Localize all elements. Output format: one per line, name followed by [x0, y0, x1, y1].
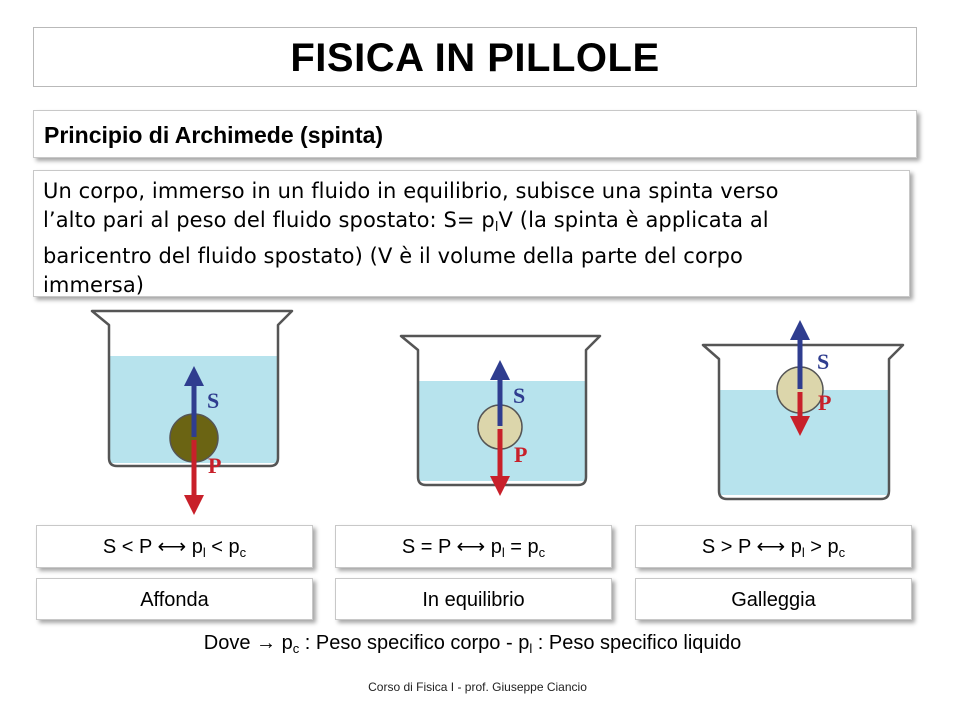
statement-line-4: immersa): [43, 273, 145, 297]
condition-p2: p: [228, 536, 240, 558]
condition-equilibrium: S = P ⟷ pl = pc: [336, 526, 611, 574]
condition-sinking: S < P ⟷ pl < pc: [37, 526, 312, 574]
statement-line-3: baricentro del fluido spostato) (V è il …: [43, 244, 744, 268]
subtitle-box: Principio di Archimede (spinta): [33, 110, 917, 158]
legend-post: : Peso specifico liquido: [532, 632, 742, 654]
condition-arrow: ⟷: [151, 536, 192, 558]
condition-op: =: [504, 536, 528, 558]
beaker-outline-equilibrium: [399, 334, 602, 487]
case-box-equilibrium: In equilibrio: [335, 578, 612, 620]
legend: Dove → pc : Peso specifico corpo - pl : …: [0, 632, 945, 656]
case-label-sinking: Affonda: [140, 589, 209, 611]
legend-pl-sub: l: [529, 641, 533, 656]
condition-s2: c: [838, 545, 846, 560]
legend-pre: Dove →: [203, 632, 282, 654]
beaker-equilibrium: S P: [399, 334, 602, 496]
condition-p2: p: [827, 536, 839, 558]
label-s-equilibrium: S: [513, 383, 525, 408]
condition-s2: c: [239, 545, 247, 560]
condition-p1: p: [790, 536, 802, 558]
case-label-equilibrium: In equilibrio: [422, 589, 525, 611]
condition-lhs: S > P: [701, 536, 751, 558]
statement-line-1: Un corpo, immerso in un fluido in equili…: [43, 179, 779, 203]
condition-op: <: [205, 536, 229, 558]
beaker-sinking: S P: [90, 309, 294, 515]
condition-s1: l: [202, 545, 206, 560]
condition-floating: S > P ⟷ pl > pc: [636, 526, 911, 574]
condition-p1: p: [191, 536, 203, 558]
condition-p1: p: [490, 536, 502, 558]
condition-s1: l: [501, 545, 505, 560]
condition-op: >: [804, 536, 828, 558]
condition-box-equilibrium: S = P ⟷ pl = pc: [335, 525, 612, 568]
statement-line-2-sub: l: [494, 220, 499, 235]
statement-box: Un corpo, immerso in un fluido in equili…: [33, 170, 910, 297]
legend-mid: : Peso specifico corpo -: [299, 632, 519, 654]
beaker-outline-sinking: [90, 309, 294, 468]
label-p-sinking: P: [208, 453, 221, 478]
beaker-floating: S P: [701, 320, 905, 501]
condition-arrow: ⟷: [450, 536, 491, 558]
title-box: FISICA IN PILLOLE: [33, 27, 917, 87]
case-box-floating: Galleggia: [635, 578, 912, 620]
condition-s1: l: [801, 545, 805, 560]
legend-pc: p: [281, 632, 293, 654]
statement-line-2-pre: l’alto pari al peso del fluido spostato:…: [43, 208, 495, 232]
statement-line-2-post: V (la spinta è applicata al: [498, 208, 769, 232]
label-s-floating: S: [817, 349, 829, 374]
beaker-outline-floating: [701, 343, 905, 501]
legend-pl: p: [518, 632, 530, 654]
condition-s2: c: [538, 545, 546, 560]
footer: Corso di Fisica I - prof. Giuseppe Cianc…: [368, 680, 587, 694]
label-p-floating: P: [818, 390, 831, 415]
condition-arrow: ⟷: [750, 536, 791, 558]
case-box-sinking: Affonda: [36, 578, 313, 620]
principle-statement: Un corpo, immerso in un fluido in equili…: [34, 171, 909, 300]
case-label-floating: Galleggia: [731, 589, 816, 611]
condition-box-sinking: S < P ⟷ pl < pc: [36, 525, 313, 568]
statement-line-2: l’alto pari al peso del fluido spostato:…: [43, 206, 901, 242]
condition-box-floating: S > P ⟷ pl > pc: [635, 525, 912, 568]
legend-pc-sub: c: [292, 641, 300, 656]
archimedes-diagram: S P S P S P: [90, 309, 905, 515]
condition-lhs: S = P: [401, 536, 451, 558]
label-p-equilibrium: P: [514, 442, 527, 467]
condition-lhs: S < P: [102, 536, 152, 558]
label-s-sinking: S: [207, 388, 219, 413]
slide-title: FISICA IN PILLOLE: [290, 36, 660, 80]
condition-p2: p: [527, 536, 539, 558]
slide-subtitle: Principio di Archimede (spinta): [44, 122, 384, 148]
